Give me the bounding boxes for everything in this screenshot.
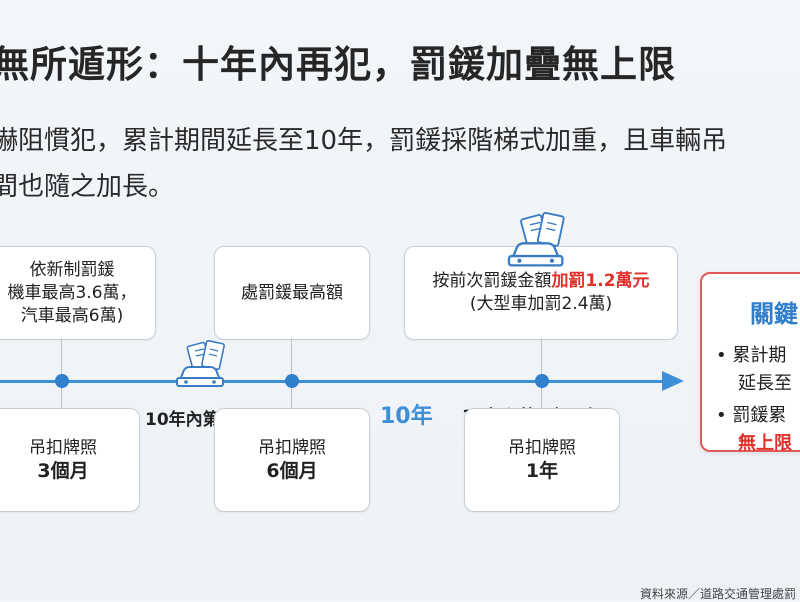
key-points-box: 關鍵 • 累計期 延長至 • 罰鍰累 無上限 bbox=[700, 272, 800, 454]
key-point-2: • 罰鍰累 無上限 bbox=[716, 402, 792, 458]
suspension-box-3-line1: 吊扣牌照 bbox=[508, 438, 576, 458]
suspension-box-6-months: 吊扣牌照 6個月 bbox=[214, 408, 370, 512]
fine-box-second-line1: 處罰鍰最高額 bbox=[241, 282, 343, 303]
fine-box-third-line2: (大型車加罰2.4萬) bbox=[469, 294, 613, 314]
key-point-1-line2: 延長至 bbox=[738, 373, 792, 394]
subtitle-line-1: 嚇阻慣犯，累計期間延長至10年，罰鍰採階梯式加重，且車輛吊 bbox=[0, 126, 728, 156]
suspension-box-3-line2: 1年 bbox=[525, 460, 559, 482]
key-point-1: • 累計期 延長至 bbox=[716, 342, 792, 398]
source-note: 資料來源／道路交通管理處罰 bbox=[640, 587, 797, 601]
timeline-axis bbox=[0, 380, 672, 383]
timeline-dot-1 bbox=[55, 374, 69, 388]
suspension-box-2-line1: 吊扣牌照 bbox=[258, 438, 326, 458]
car-tickets-icon bbox=[507, 212, 565, 267]
timeline-label-ten-years: 10年 bbox=[380, 404, 433, 429]
fine-box-first: 依新制罰鍰 機車最高3.6萬， 汽車最高6萬) bbox=[0, 246, 156, 340]
page-title: 無所遁形：十年內再犯，罰鍰加疊無上限 bbox=[0, 43, 676, 86]
suspension-box-1-line2: 3個月 bbox=[37, 460, 89, 482]
key-points-title: 關鍵 bbox=[750, 300, 798, 328]
fine-box-first-line2: 機車最高3.6萬， bbox=[7, 282, 137, 303]
fine-box-first-line3: 汽車最高6萬) bbox=[20, 305, 124, 326]
key-point-1-line1: • 累計期 bbox=[716, 345, 787, 366]
fine-box-first-line1: 依新制罰鍰 bbox=[29, 259, 115, 280]
suspension-box-1-year: 吊扣牌照 1年 bbox=[464, 408, 620, 512]
fine-box-third-line1: 按前次罰鍰金額加罰1.2萬元 bbox=[432, 270, 649, 293]
key-point-2-line1: • 罰鍰累 bbox=[716, 405, 787, 426]
fine-box-second: 處罰鍰最高額 bbox=[214, 246, 370, 340]
subtitle-line-2: 間也隨之加長。 bbox=[0, 172, 175, 202]
timeline-dot-3 bbox=[535, 374, 549, 388]
fine-box-third-prefix: 按前次罰鍰金額 bbox=[432, 271, 552, 291]
timeline-arrowhead bbox=[662, 371, 684, 391]
key-point-2-line2: 無上限 bbox=[738, 433, 792, 454]
fine-box-third-highlight: 加罰1.2萬元 bbox=[551, 271, 650, 291]
suspension-box-1-line1: 吊扣牌照 bbox=[29, 438, 97, 458]
suspension-box-3-months: 吊扣牌照 3個月 bbox=[0, 408, 140, 512]
car-tickets-icon bbox=[176, 340, 225, 387]
timeline-dot-2 bbox=[285, 374, 299, 388]
subtitle: 嚇阻慣犯，累計期間延長至10年，罰鍰採階梯式加重，且車輛吊 間也隨之加長。 bbox=[0, 118, 800, 210]
suspension-box-2-line2: 6個月 bbox=[266, 460, 318, 482]
